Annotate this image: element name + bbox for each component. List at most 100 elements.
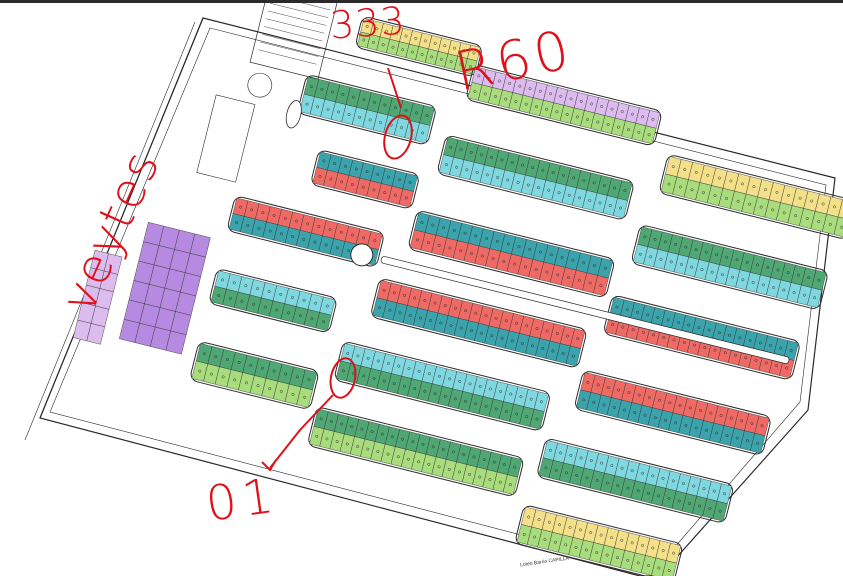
lot-marker bbox=[775, 364, 778, 367]
lot-marker bbox=[576, 337, 580, 340]
lot-marker bbox=[387, 175, 391, 179]
lot-marker bbox=[328, 228, 332, 231]
lot-marker bbox=[498, 480, 502, 484]
lot-marker bbox=[322, 320, 325, 323]
lot-marker bbox=[786, 271, 790, 274]
lot-marker bbox=[738, 336, 742, 340]
lot-marker bbox=[324, 243, 328, 247]
lot-marker bbox=[547, 188, 551, 192]
lot-marker bbox=[382, 379, 386, 383]
lot-marker bbox=[478, 475, 482, 479]
lot-marker bbox=[464, 399, 468, 403]
lot-marker bbox=[341, 93, 345, 96]
lot-marker bbox=[744, 356, 748, 360]
lot-marker bbox=[252, 302, 256, 306]
lot-marker bbox=[496, 176, 499, 179]
lot-marker bbox=[657, 494, 661, 498]
lot-marker bbox=[582, 398, 585, 402]
lot-marker bbox=[474, 311, 478, 315]
handwritten-lot-number-top: 333 bbox=[328, 0, 407, 48]
lot-marker bbox=[340, 422, 343, 426]
lot-marker bbox=[414, 37, 418, 40]
lot bbox=[807, 287, 823, 308]
lot-marker bbox=[462, 49, 466, 52]
lot-marker bbox=[639, 252, 642, 256]
lot-marker bbox=[433, 41, 437, 45]
lot-marker bbox=[690, 265, 694, 269]
lot-marker bbox=[631, 112, 634, 116]
lot-marker bbox=[669, 260, 673, 264]
boulevard-median bbox=[380, 256, 790, 364]
lot-marker bbox=[680, 263, 683, 266]
lot-marker bbox=[214, 355, 218, 358]
lot-marker bbox=[652, 333, 655, 337]
lot-marker bbox=[828, 222, 832, 226]
block-c-outline bbox=[659, 155, 843, 239]
lot-marker bbox=[459, 148, 463, 152]
lot-marker bbox=[647, 396, 651, 400]
lot-marker bbox=[350, 425, 354, 428]
lot-marker bbox=[646, 313, 650, 317]
lot-marker bbox=[380, 432, 384, 436]
lot-marker bbox=[468, 382, 472, 386]
lot-marker bbox=[433, 301, 437, 305]
lot-marker bbox=[579, 456, 583, 460]
lot-marker bbox=[759, 205, 763, 209]
lot-marker bbox=[313, 240, 317, 244]
parking-line bbox=[264, 26, 323, 42]
lot-marker bbox=[279, 232, 283, 236]
lot-marker bbox=[728, 333, 732, 337]
lot-marker bbox=[535, 327, 539, 330]
lot-marker bbox=[514, 100, 518, 104]
lot-marker bbox=[725, 434, 729, 437]
lot-marker bbox=[610, 536, 613, 540]
lot-marker bbox=[470, 329, 473, 333]
lot-marker bbox=[494, 316, 498, 320]
parking-line bbox=[267, 10, 327, 26]
lot-marker bbox=[291, 392, 295, 396]
lot-marker bbox=[682, 341, 686, 344]
lot-marker bbox=[491, 257, 495, 261]
block-b-outline bbox=[466, 65, 662, 146]
lot-marker bbox=[745, 260, 749, 264]
lot-marker bbox=[366, 357, 370, 360]
lot-marker bbox=[272, 369, 276, 373]
amenity-building bbox=[196, 94, 256, 183]
lot-marker bbox=[235, 221, 239, 225]
lot-marker bbox=[551, 349, 555, 353]
lot-marker bbox=[559, 451, 563, 455]
lot-marker bbox=[545, 107, 549, 111]
lot-marker bbox=[403, 384, 406, 388]
lot-marker bbox=[764, 361, 768, 365]
lot-marker bbox=[599, 533, 603, 537]
lot-marker bbox=[298, 314, 302, 318]
lot-marker bbox=[388, 308, 392, 312]
lot-marker bbox=[249, 363, 253, 367]
lot bbox=[529, 408, 545, 430]
lot-marker bbox=[340, 180, 344, 184]
lot-marker bbox=[415, 111, 418, 115]
lot-marker bbox=[610, 464, 614, 468]
lot-marker bbox=[268, 229, 272, 233]
lot-marker bbox=[202, 352, 206, 356]
lot-marker bbox=[578, 196, 581, 200]
lot-marker bbox=[718, 509, 722, 513]
lot-marker bbox=[533, 535, 537, 539]
lot-marker bbox=[653, 416, 657, 420]
lot-marker bbox=[633, 411, 637, 415]
lot-marker bbox=[810, 199, 813, 203]
lot-marker bbox=[488, 387, 492, 391]
lot-marker bbox=[240, 299, 244, 303]
lot-marker bbox=[221, 278, 224, 282]
lot-marker bbox=[736, 199, 740, 203]
lot-marker bbox=[693, 343, 696, 347]
lot-marker bbox=[335, 440, 339, 443]
lot-marker bbox=[488, 478, 492, 481]
lot-marker bbox=[325, 437, 329, 441]
lot-marker bbox=[365, 24, 369, 28]
lot-marker bbox=[447, 467, 451, 471]
lot-marker bbox=[612, 406, 616, 409]
lot-marker bbox=[535, 105, 538, 109]
lot-marker bbox=[785, 366, 789, 370]
